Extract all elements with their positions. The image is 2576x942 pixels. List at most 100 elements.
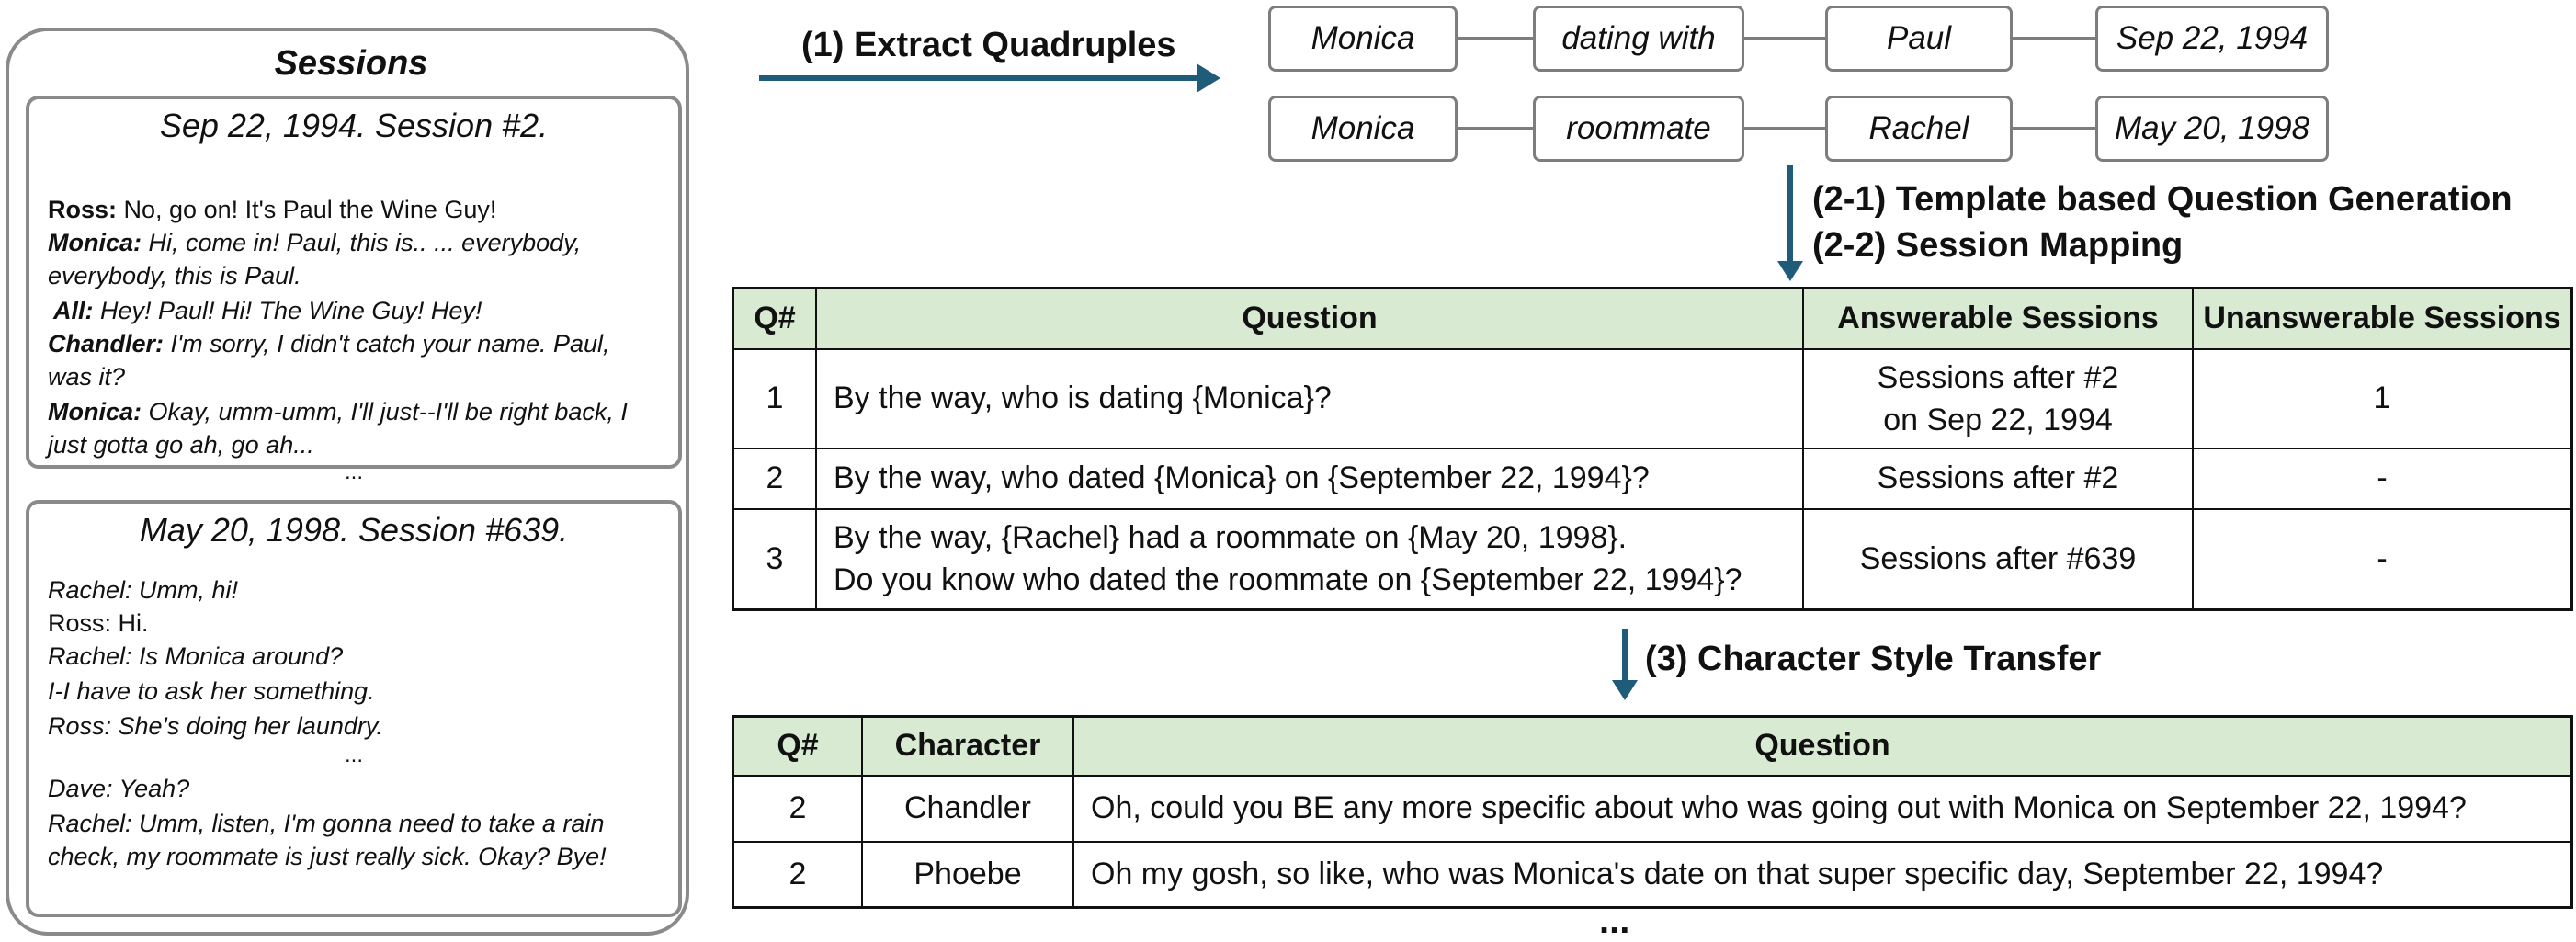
step-style-label: (3) Character Style Transfer [1645, 640, 2102, 678]
q-number: 2 [732, 840, 863, 909]
table-row: 2 By the way, who dated {Monica} on {Sep… [732, 447, 2573, 510]
step3-arrow-head [1612, 680, 1638, 700]
table-header-row: Q# Question Answerable Sessions Unanswer… [732, 287, 2573, 350]
step2-arrow-shaft [1787, 165, 1793, 263]
dialogue-line: All: Hey! Paul! Hi! The Wine Guy! Hey! [53, 294, 675, 327]
question-cell: By the way, who is dating {Monica}? [815, 347, 1804, 449]
dialogue-line: check, my roommate is just really sick. … [48, 843, 607, 870]
unanswerable-cell: - [2192, 447, 2573, 510]
character-table: Q# Character Question 2 Chandler Oh, cou… [732, 715, 2573, 909]
dialogue-line: Ross: No, go on! It's Paul the Wine Guy! [48, 193, 669, 226]
character-cell: Phoebe [861, 840, 1074, 909]
q-number: 2 [732, 447, 817, 510]
answerable-cell: Sessions after #2 on Sep 22, 1994 [1802, 347, 2194, 449]
speaker: Ross: [48, 196, 118, 223]
step3-arrow-shaft [1622, 629, 1628, 682]
session-header: Sep 22, 1994. Session #2. [159, 107, 549, 144]
extract-arrow-shaft [759, 75, 1200, 81]
sessions-panel: Sessions Sep 22, 1994. Session #2. Ross:… [6, 28, 689, 936]
quad-link [1742, 37, 1827, 40]
session-box-2: Sep 22, 1994. Session #2. Ross: No, go o… [26, 96, 682, 484]
col-header: Question [815, 287, 1804, 350]
quad-link [2011, 127, 2097, 130]
dialogue-line: Rachel: Umm, hi! [48, 576, 239, 604]
quad-time: Sep 22, 1994 [2095, 6, 2329, 72]
dialogue-line: Ross: Hi. [48, 609, 149, 637]
table-row: 1 By the way, who is dating {Monica}? Se… [732, 347, 2573, 449]
utterance: was it? [48, 363, 126, 391]
sessions-title: Sessions [274, 44, 428, 83]
step-template-label: (2-1) Template based Question Generation [1812, 180, 2513, 219]
character-cell: Chandler [861, 774, 1074, 843]
quad-object: Rachel [1825, 96, 2013, 162]
dialogue-line: Monica: Hi, come in! Paul, this is.. ...… [48, 226, 669, 259]
ellipsis: ... [344, 460, 363, 484]
extract-arrow-head [1197, 63, 1220, 93]
dialogue-line: everybody, this is Paul. [48, 259, 669, 292]
answerable-line: on Sep 22, 1994 [1883, 402, 2113, 437]
dialogue-line: I-I have to ask her something. [48, 677, 375, 705]
session-header: May 20, 1998. Session #639. [139, 511, 569, 549]
table-row: 2 Phoebe Oh my gosh, so like, who was Mo… [732, 840, 2573, 909]
answerable-line: Sessions after #2 [1877, 359, 2119, 395]
step-mapping-label: (2-2) Session Mapping [1812, 226, 2184, 265]
session-box-639: May 20, 1998. Session #639. Rachel: Umm,… [26, 500, 682, 917]
question-line: By the way, {Rachel} had a roommate on {… [834, 520, 1628, 556]
utterance: Hi, come in! Paul, this is.. ... everybo… [142, 229, 582, 256]
quad-relation: dating with [1533, 6, 1744, 72]
speaker: Monica: [48, 398, 142, 426]
quad-object: Paul [1825, 6, 2013, 72]
col-header: Question [1072, 715, 2573, 777]
table-header-row: Q# Character Question [732, 715, 2573, 777]
utterance: everybody, this is Paul. [48, 262, 301, 289]
question-cell: By the way, {Rachel} had a roommate on {… [815, 507, 1804, 611]
dialogue-line: Chandler: I'm sorry, I didn't catch your… [48, 327, 669, 360]
quad-link [1456, 127, 1535, 130]
q-number: 1 [732, 347, 817, 449]
quad-time: May 20, 1998 [2095, 96, 2329, 162]
unanswerable-cell: 1 [2192, 347, 2573, 449]
dialogue-line: was it? [48, 360, 669, 393]
utterance: No, go on! It's Paul the Wine Guy! [117, 196, 497, 223]
dialogue-line: Monica: Okay, umm-umm, I'll just--I'll b… [48, 395, 669, 428]
table-row: 3 By the way, {Rachel} had a roommate on… [732, 507, 2573, 611]
trailing-ellipsis: ... [1599, 901, 1630, 941]
ellipsis: ... [344, 743, 363, 767]
question-line: Do you know who dated the roommate on {S… [834, 562, 1742, 598]
col-header: Unanswerable Sessions [2192, 287, 2573, 350]
utterance: Hey! Paul! Hi! The Wine Guy! Hey! [93, 297, 482, 324]
quad-subject: Monica [1268, 6, 1458, 72]
quad-subject: Monica [1268, 96, 1458, 162]
unanswerable-cell: - [2192, 507, 2573, 611]
styled-question-cell: Oh my gosh, so like, who was Monica's da… [1072, 840, 2573, 909]
quad-relation: roommate [1533, 96, 1744, 162]
q-number: 3 [732, 507, 817, 611]
styled-question-cell: Oh, could you BE any more specific about… [1072, 774, 2573, 843]
quad-link [1456, 37, 1535, 40]
quad-link [1742, 127, 1827, 130]
dialogue-line: just gotta go ah, go ah... [48, 428, 669, 461]
q-number: 2 [732, 774, 863, 843]
col-header: Q# [732, 715, 863, 777]
col-header: Answerable Sessions [1802, 287, 2194, 350]
col-header: Q# [732, 287, 817, 350]
speaker: All: [53, 297, 94, 324]
dialogue-line: Rachel: Is Monica around? [48, 642, 344, 670]
utterance: I'm sorry, I didn't catch your name. Pau… [164, 330, 610, 358]
col-header: Character [861, 715, 1074, 777]
step2-arrow-head [1777, 261, 1803, 281]
question-cell: By the way, who dated {Monica} on {Septe… [815, 447, 1804, 510]
step-extract-label: (1) Extract Quadruples [801, 26, 1176, 64]
speaker: Monica: [48, 229, 142, 256]
answerable-cell: Sessions after #2 [1802, 447, 2194, 510]
table-row: 2 Chandler Oh, could you BE any more spe… [732, 774, 2573, 843]
quad-link [2011, 37, 2097, 40]
dialogue-line: Ross: She's doing her laundry. [48, 712, 383, 740]
utterance: just gotta go ah, go ah... [48, 431, 314, 459]
speaker: Chandler: [48, 330, 165, 358]
utterance: Okay, umm-umm, I'll just--I'll be right … [142, 398, 628, 426]
dialogue-line: Rachel: Umm, listen, I'm gonna need to t… [48, 810, 605, 837]
question-table: Q# Question Answerable Sessions Unanswer… [732, 287, 2573, 611]
dialogue-line: Dave: Yeah? [48, 775, 190, 802]
answerable-cell: Sessions after #639 [1802, 507, 2194, 611]
